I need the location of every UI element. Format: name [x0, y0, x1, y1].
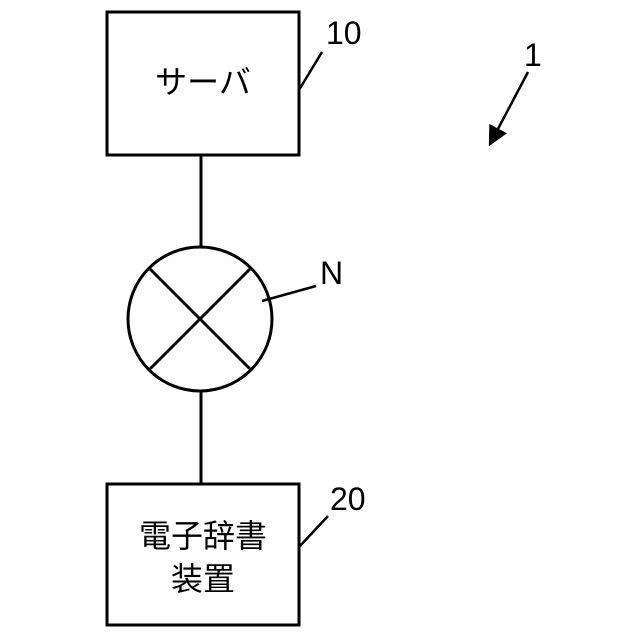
- network-ref-leader-line: [261, 284, 317, 303]
- network-x-line-2: [147, 266, 253, 372]
- device-ref-leader-line: [299, 515, 329, 547]
- device-label-line2: 装置: [171, 561, 235, 597]
- device-box: [105, 482, 301, 627]
- server-box: [105, 10, 301, 157]
- figure-ref-arrow: [488, 71, 530, 147]
- server-ref-label: 10: [326, 15, 362, 51]
- figure-ref-label: 1: [524, 37, 542, 73]
- server-ref-leader-line: [297, 51, 324, 91]
- device-label-line1: 電子辞書: [139, 518, 267, 554]
- server-label: サーバ: [155, 64, 251, 100]
- device-ref-label: 20: [330, 481, 366, 517]
- network-ref-label: N: [320, 255, 343, 291]
